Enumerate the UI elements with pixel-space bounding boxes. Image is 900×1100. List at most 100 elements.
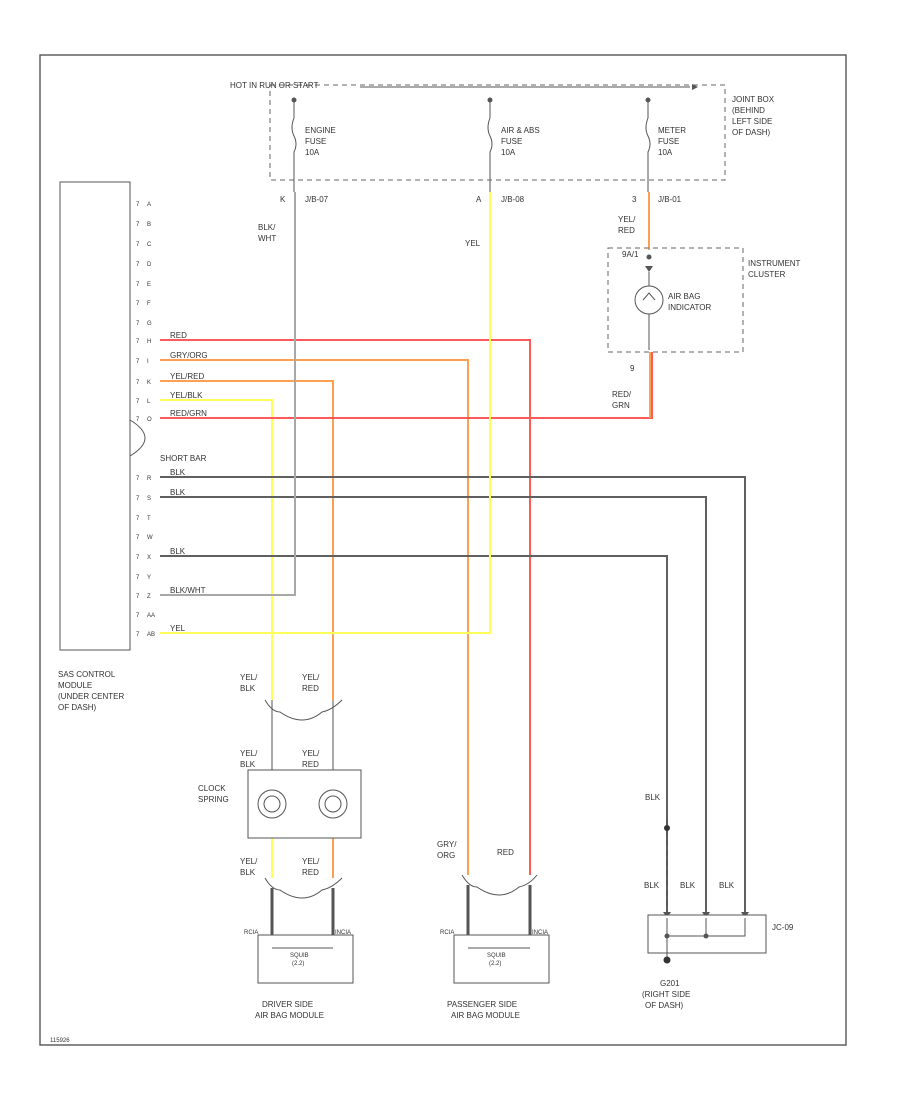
junction-label-3: LEFT SIDE — [732, 117, 772, 126]
pin-letter: C — [147, 242, 152, 248]
indicator-label: INDICATOR — [668, 303, 711, 312]
airabs-fuse: AIR & ABS FUSE 10A A J/B-08 — [476, 97, 540, 204]
fuse-pin: A — [476, 195, 482, 204]
cluster-label: CLUSTER — [748, 270, 786, 279]
clock-spring-label: SPRING — [198, 795, 229, 804]
pin-letter: S — [147, 496, 151, 502]
module-label: OF DASH) — [58, 703, 97, 712]
pin-letter: W — [147, 535, 153, 541]
fuse-name: FUSE — [305, 137, 326, 146]
clock-spring-label: CLOCK — [198, 784, 226, 793]
cluster-outline — [607, 247, 744, 353]
pin-letter: X — [147, 555, 151, 561]
pin-letter: I — [147, 359, 149, 365]
hot-label: HOT IN RUN OR START — [230, 81, 319, 90]
coil-icon — [318, 789, 348, 819]
driver-module-label: DRIVER SIDE — [262, 1000, 313, 1009]
pin-letter: T — [147, 516, 151, 522]
indicator-label: AIR BAG — [668, 292, 700, 301]
fuse-rating: 10A — [658, 148, 673, 157]
pin-letter: A — [147, 202, 151, 208]
passenger-module-label: PASSENGER SIDE — [447, 1000, 517, 1009]
fuse-name: METER — [658, 126, 686, 135]
passenger-module-body — [453, 934, 550, 984]
wire-blk-x — [160, 555, 668, 912]
wire-label: BLK — [240, 760, 256, 769]
fuse-connector: J/B-07 — [305, 195, 329, 204]
cluster-label: INSTRUMENT — [748, 259, 801, 268]
fuse-connector: J/B-08 — [501, 195, 525, 204]
pin-wire-color: BLK/WHT — [170, 586, 206, 595]
pin-letter: F — [147, 301, 151, 307]
wire-yel-ab — [160, 192, 491, 634]
fuse-pin: 3 — [632, 195, 637, 204]
pin-letter: E — [147, 282, 151, 288]
module-pin-label: RCIA — [244, 930, 258, 936]
arrow-down-icon — [645, 266, 653, 272]
pin-number: 7 — [136, 321, 140, 327]
fuse-name: FUSE — [658, 137, 679, 146]
wire-label: YEL/ — [302, 749, 320, 758]
diagram-frame — [39, 54, 847, 1046]
junction-box: HOT IN RUN OR START JOINT BOX (BEHIND LE… — [230, 81, 775, 204]
pin-number: 7 — [136, 380, 140, 386]
pin-wire-color: GRY/ORG — [170, 351, 208, 360]
wire-label: YEL/ — [240, 857, 258, 866]
junction-label-4: OF DASH) — [732, 128, 771, 137]
splice-node-icon — [703, 933, 709, 939]
pin-letter: H — [147, 339, 151, 345]
ground-icon — [663, 956, 671, 964]
ground-label: G201 — [660, 979, 680, 988]
pin-letter: B — [147, 222, 151, 228]
wire-red-h — [160, 339, 531, 875]
wire-label: GRN — [612, 401, 630, 410]
pin-wire-color: YEL/RED — [170, 372, 204, 381]
wire-label: BLK — [240, 684, 256, 693]
instrument-cluster: 9A/1 AIR BAG INDICATOR INSTRUMENT CLUSTE… — [607, 247, 801, 373]
driver-module-body — [257, 934, 354, 984]
wire-label: YEL — [465, 239, 481, 248]
wire-label: BLK — [680, 881, 696, 890]
wire-redgrn-o — [160, 352, 653, 419]
fuse-symbol-icon — [645, 100, 651, 192]
module-pin-label: RCIA — [440, 930, 454, 936]
short-bar-label: SHORT BAR — [160, 454, 207, 463]
driver-airbag-module: YEL/ BLK YEL/ RED RCIA INCIA SQUIB (2.2)… — [240, 857, 354, 1020]
wire-label: BLK/ — [258, 223, 276, 232]
ground-label: (RIGHT SIDE — [642, 990, 690, 999]
coil-inner-icon — [263, 795, 281, 813]
pin-letter: R — [147, 476, 152, 482]
pin-letter: AB — [147, 632, 155, 638]
wire-label: RED — [497, 848, 514, 857]
meter-fuse: METER FUSE 10A 3 J/B-01 — [632, 97, 686, 204]
wire-label: BLK — [240, 868, 256, 877]
wire-blk-r — [160, 476, 746, 912]
pin-letter: Z — [147, 594, 151, 600]
pin-number: 7 — [136, 202, 140, 208]
pin-letter: D — [147, 262, 152, 268]
fuse-name: FUSE — [501, 137, 522, 146]
coil-icon — [257, 789, 287, 819]
pin-letter: AA — [147, 613, 155, 619]
bulb-icon — [634, 285, 664, 315]
wire-label: YEL/ — [240, 749, 258, 758]
pin-letter: L — [147, 399, 151, 405]
fuse-name: ENGINE — [305, 126, 336, 135]
wire-label: RED — [302, 868, 319, 877]
